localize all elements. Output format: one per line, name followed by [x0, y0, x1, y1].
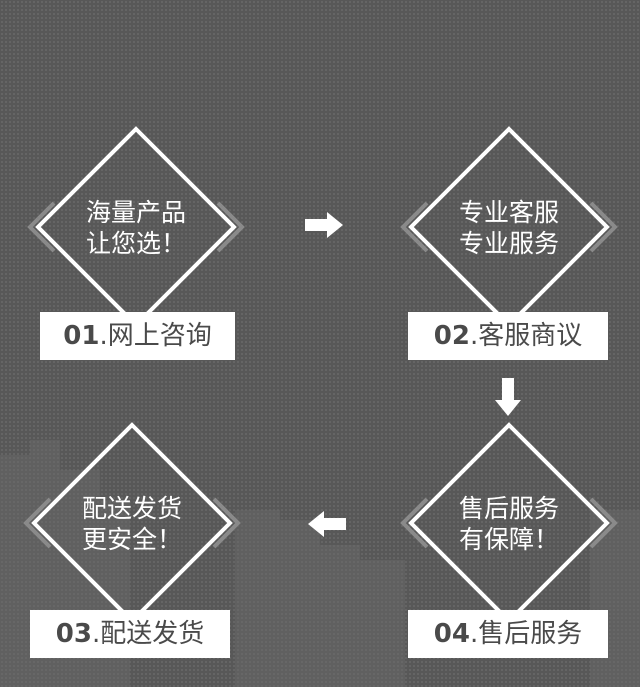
step-name: 网上咨询: [107, 321, 212, 351]
step-separator: .: [99, 321, 108, 351]
step-text: 海量产品 让您选！: [61, 197, 211, 259]
step-text-line1: 专业客服: [458, 198, 559, 227]
step-label-1: 01.网上咨询: [40, 312, 235, 360]
step-text: 专业客服 专业服务: [434, 197, 584, 259]
step-name: 配送发货: [100, 619, 205, 649]
step-number: 03: [55, 619, 92, 649]
step-3: 配送发货 更安全！: [16, 422, 246, 662]
step-label-3: 03.配送发货: [30, 610, 230, 658]
step-text: 售后服务 有保障！: [434, 493, 584, 555]
arrow-down-icon: [495, 378, 521, 416]
step-2: 专业客服 专业服务: [393, 126, 623, 366]
step-text-line1: 配送发货: [81, 494, 182, 523]
step-separator: .: [91, 619, 101, 649]
step-text-line2: 有保障！: [458, 525, 559, 554]
step-name: 售后服务: [478, 619, 583, 649]
step-text-line2: 更安全！: [81, 525, 182, 554]
step-text-line2: 专业服务: [458, 229, 559, 258]
step-separator: .: [469, 321, 479, 351]
step-number: 04: [433, 619, 470, 649]
step-number: 02: [433, 321, 470, 351]
arrow-left-icon: [308, 511, 346, 537]
step-label-2: 02.客服商议: [408, 312, 608, 360]
step-label-4: 04.售后服务: [408, 610, 608, 658]
step-text-line2: 让您选！: [85, 229, 186, 258]
arrow-right-icon: [305, 212, 343, 238]
step-text-line1: 售后服务: [458, 494, 559, 523]
step-text: 配送发货 更安全！: [57, 493, 207, 555]
step-number: 01: [63, 321, 100, 351]
step-separator: .: [469, 619, 479, 649]
step-text-line1: 海量产品: [85, 198, 186, 227]
step-name: 客服商议: [478, 321, 583, 351]
